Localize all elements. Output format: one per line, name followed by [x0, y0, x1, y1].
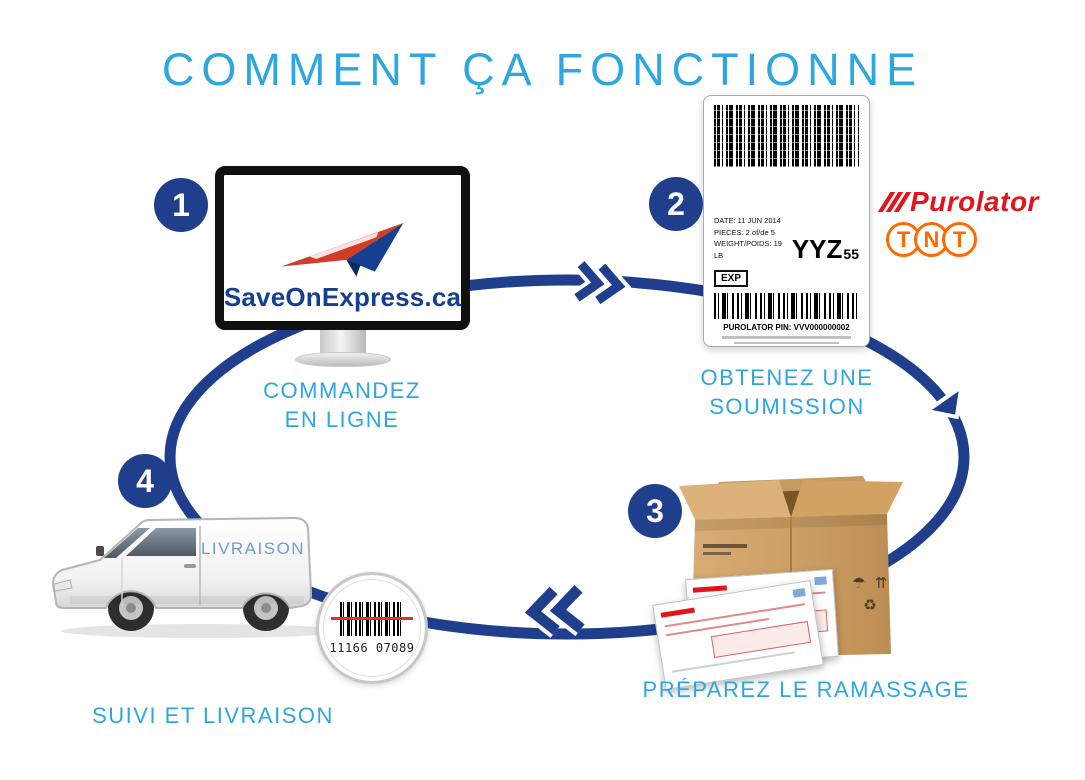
step2-label-line1: OBTENEZ UNE [700, 365, 874, 390]
barcode-2d [714, 105, 859, 167]
waybill-logo-mark [660, 607, 695, 618]
label-meta: DATE: 11 JUN 2014 PIECES: 2 of/de 5 WEIG… [714, 215, 792, 262]
barcode-1d [714, 292, 859, 319]
monitor-screen: SaveOnExpress.ca [215, 166, 470, 330]
label-info-row: DATE: 11 JUN 2014 PIECES: 2 of/de 5 WEIG… [714, 215, 859, 262]
fine-print-line [734, 341, 839, 344]
pin-text: PUROLATOR PIN: VVV000000002 [723, 322, 850, 332]
monitor-graphic: SaveOnExpress.ca [215, 166, 470, 367]
waybill-chip [792, 588, 806, 598]
step4-label: SUIVI ET LIVRAISON [92, 703, 334, 728]
tnt-letter: T [942, 222, 977, 257]
airport-code-suffix: 55 [843, 245, 859, 262]
front-wheel-icon [108, 585, 154, 631]
tracking-badge: 11166 07089 [316, 572, 428, 684]
step1-label: COMMANDEZ EN LIGNE [192, 377, 492, 434]
step3-label: PRÉPAREZ LE RAMASSAGE [642, 677, 970, 702]
van-door-handle [184, 564, 196, 568]
airport-code-main: YYZ [791, 233, 843, 264]
van-door-window [126, 528, 196, 556]
label-pieces: PIECES: 2 of/de 5 [714, 227, 775, 237]
fine-print-line [722, 335, 851, 339]
step3-number-badge: 3 [628, 484, 682, 538]
label-weight: WEIGHT/POIDS: 19 LB [714, 239, 782, 260]
box-print-mark [703, 552, 731, 555]
saveonexpress-logo-icon [280, 223, 403, 277]
airport-code: YYZ55 [792, 236, 859, 262]
page-title: COMMENT ÇA FONCTIONNE [161, 44, 924, 95]
step1-number-badge: 1 [154, 178, 208, 232]
step1-label-line1: COMMANDEZ [263, 378, 421, 403]
this-way-up-icon: ⇈ [875, 574, 888, 592]
van-mirror [96, 546, 104, 556]
tnt-logo: T N T [886, 222, 977, 257]
chevrons-right-icon [572, 258, 632, 308]
box-print-mark [703, 544, 747, 548]
purolator-logo: Purolator [877, 186, 1039, 218]
scanner-laser-line [331, 616, 413, 620]
umbrella-icon: ☂ [852, 574, 865, 592]
badge-barcode [331, 601, 413, 636]
van-side-text: LIVRAISON [201, 539, 305, 558]
service-code-box: EXP [714, 269, 749, 287]
label-date: DATE: 11 JUN 2014 [714, 216, 781, 225]
chevrons-left-icon [518, 582, 588, 638]
step1-label-line2: EN LIGNE [284, 406, 400, 432]
shipping-label: DATE: 11 JUN 2014 PIECES: 2 of/de 5 WEIG… [703, 95, 870, 347]
van-shadow [61, 624, 345, 638]
step2-number-badge: 2 [649, 177, 703, 231]
purolator-slashes-icon [877, 192, 912, 212]
waybill-logo-mark [692, 584, 727, 593]
van-body [51, 516, 313, 610]
purolator-wordmark: Purolator [910, 186, 1039, 217]
monitor-base [294, 352, 391, 367]
van-windshield [104, 528, 150, 558]
van-headlight [53, 579, 73, 592]
step2-label-line2: SOUMISSION [709, 393, 865, 419]
step2-label: OBTENEZ UNE SOUMISSION [637, 364, 937, 421]
tracking-number: 11166 07089 [329, 640, 415, 655]
brand-name: SaveOnExpress.ca [223, 282, 462, 312]
delivery-van: LIVRAISON [51, 516, 345, 638]
monitor-stand [319, 330, 366, 354]
step4-number-badge: 4 [118, 454, 172, 508]
recycle-icon: ♻ [863, 596, 876, 614]
arrowhead-down-icon [921, 382, 965, 420]
waybill-chip [814, 576, 827, 586]
